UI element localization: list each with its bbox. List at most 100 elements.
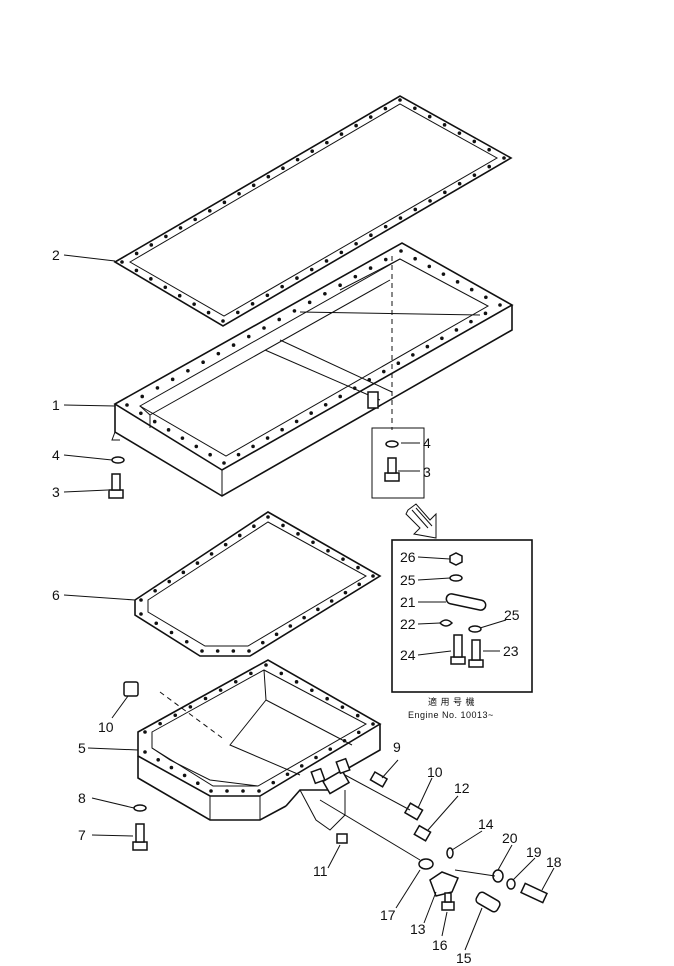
bolt-hole xyxy=(274,632,279,637)
callout-4-inset: 4 xyxy=(423,435,431,451)
bolt-hole xyxy=(413,106,417,111)
callout-6: 6 xyxy=(52,587,60,603)
bolt-hole xyxy=(143,730,147,734)
spacer-frame xyxy=(111,242,514,497)
bolt-hole xyxy=(427,264,432,269)
callout-26: 26 xyxy=(400,549,416,565)
bolt-hole xyxy=(265,293,270,298)
bolt-hole xyxy=(200,649,204,653)
bolt-hole xyxy=(294,419,299,424)
bolt-hole xyxy=(311,540,315,545)
bolt-hole xyxy=(329,599,334,603)
bolt-hole xyxy=(498,303,502,307)
callout-25-right: 25 xyxy=(504,607,520,623)
bolt-hole xyxy=(215,649,220,653)
callout-3-inset: 3 xyxy=(423,464,431,480)
bolt-hole xyxy=(443,190,447,195)
bolt-hole xyxy=(134,251,139,256)
bolt-hole xyxy=(177,293,182,298)
upper-gasket xyxy=(113,95,513,327)
bolt-hole xyxy=(188,705,193,709)
bolt-hole xyxy=(487,164,492,169)
callout-21: 21 xyxy=(400,594,416,610)
bolt-hole xyxy=(153,588,157,593)
bolt-hole xyxy=(195,561,200,565)
bolt-hole xyxy=(472,139,477,144)
bolt-hole xyxy=(143,750,147,754)
bolt-hole xyxy=(368,115,373,119)
bolt-hole xyxy=(257,789,261,793)
callout-12: 12 xyxy=(454,780,470,796)
bolt-hole xyxy=(209,552,214,556)
bolt-hole xyxy=(457,131,462,135)
bolt-hole xyxy=(487,147,491,152)
callout-10: 10 xyxy=(98,719,114,735)
bolt-hole xyxy=(398,216,403,220)
bolt-hole xyxy=(299,764,304,768)
bolt-hole xyxy=(314,755,318,760)
bolt-hole xyxy=(354,241,358,246)
bolt-hole xyxy=(262,326,266,330)
callout-11: 11 xyxy=(313,863,328,879)
bolt-hole xyxy=(279,671,284,676)
bolt-hole xyxy=(163,285,168,290)
bolt-hole xyxy=(139,598,143,602)
bolt-hole xyxy=(208,452,212,457)
bolt-hole xyxy=(338,394,343,399)
bolt-hole xyxy=(295,157,300,162)
bolt-hole xyxy=(294,680,299,684)
inset-box-engine xyxy=(391,539,533,693)
bolt-hole xyxy=(173,713,178,718)
callout-20: 20 xyxy=(502,830,518,846)
bolt-hole xyxy=(281,523,285,528)
bolt-hole xyxy=(356,730,361,735)
bolt-hole xyxy=(233,679,238,684)
bolt-hole xyxy=(182,773,187,778)
bolt-hole xyxy=(158,721,162,726)
bolt-hole xyxy=(309,411,313,415)
bolt-hole xyxy=(354,123,358,128)
bolt-hole xyxy=(469,319,473,324)
bolt-hole xyxy=(156,758,160,762)
bolt-hole xyxy=(383,257,388,262)
bolt-hole xyxy=(368,266,373,270)
bolt-hole xyxy=(307,300,312,305)
lower-gasket xyxy=(134,511,382,657)
bolt-hole xyxy=(369,233,373,238)
bolt-hole xyxy=(246,334,251,339)
bolt-hole xyxy=(169,765,174,770)
bolt-hole xyxy=(442,123,447,127)
bolt-hole xyxy=(170,377,175,382)
bolt-hole xyxy=(425,344,430,349)
bolt-hole xyxy=(454,328,459,332)
callout-17: 17 xyxy=(380,907,396,923)
bolt-hole xyxy=(381,369,386,374)
bolt-hole xyxy=(166,428,171,432)
bolt-hole xyxy=(323,291,327,296)
engine-note-line2: Engine No. 10013~ xyxy=(408,710,494,720)
callout-7: 7 xyxy=(78,827,86,843)
callout-5: 5 xyxy=(78,740,86,756)
bolt-hole xyxy=(441,272,446,276)
bolt-hole xyxy=(428,199,432,203)
bolt-hole xyxy=(206,310,211,315)
bolt-hole xyxy=(139,612,143,616)
bolt-hole xyxy=(149,277,153,281)
callout-23: 23 xyxy=(503,643,519,659)
bolt-hole xyxy=(125,403,129,407)
bolt-hole xyxy=(338,283,342,288)
bolt-hole xyxy=(295,276,299,280)
callout-13: 13 xyxy=(410,921,426,937)
bolt-hole xyxy=(292,309,297,313)
bolt-hole xyxy=(192,302,196,306)
bolt-hole xyxy=(296,532,300,536)
bolt-hole xyxy=(154,621,159,626)
bolt-hole xyxy=(260,640,265,645)
bolt-hole xyxy=(207,209,212,213)
bolt-3-left xyxy=(108,473,124,499)
bolt-hole xyxy=(483,311,488,316)
bolt-hole xyxy=(201,360,205,365)
bolt-hole xyxy=(356,565,360,570)
bolt-hole xyxy=(251,444,255,449)
